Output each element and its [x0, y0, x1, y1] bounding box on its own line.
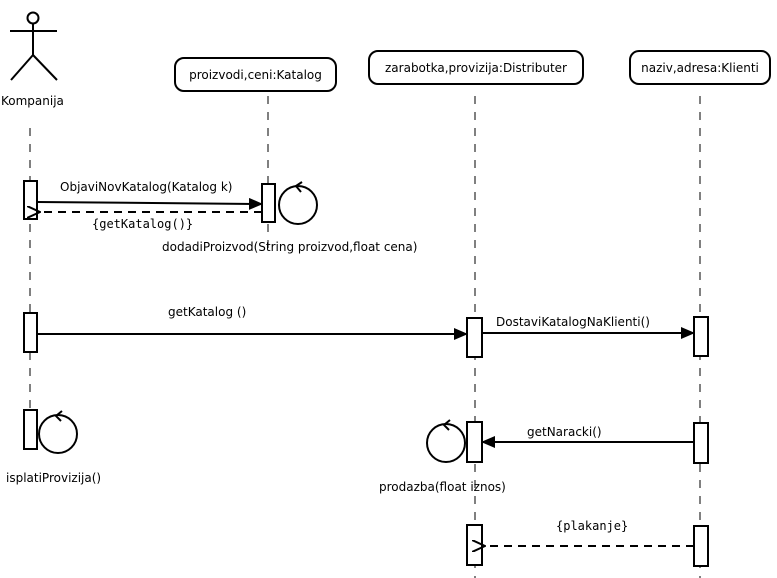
message-arrow-objavi — [36, 197, 263, 210]
self-call-icon-kompanija — [38, 410, 78, 454]
activation-klienti-3 — [693, 525, 709, 567]
self-call-icon-katalog — [278, 181, 318, 225]
actor-label: Kompanija — [1, 94, 64, 108]
lifeline-box-katalog[interactable]: proizvodi,ceni:Katalog — [174, 57, 337, 92]
message-label-return-getkatalog: {getKatalog()} — [92, 217, 194, 231]
lifeline-box-klienti[interactable]: naziv,adresa:Klienti — [629, 50, 771, 85]
self-call-icon-distributer — [426, 419, 466, 463]
activation-distributer-1 — [466, 317, 483, 358]
message-label-getnaracki: getNaracki() — [527, 425, 602, 439]
message-label-plakanje: {plakanje} — [556, 519, 629, 533]
activation-kompanija-3 — [23, 409, 38, 450]
activation-katalog-1 — [261, 183, 276, 223]
message-label-getkatalog: getKatalog () — [168, 305, 247, 319]
actor-icon — [10, 11, 58, 81]
lifeline-box-distributer[interactable]: zarabotka,provizija:Distributer — [368, 50, 584, 85]
activation-kompanija-1 — [23, 180, 38, 220]
message-label-objavi: ObjaviNovKatalog(Katalog k) — [60, 180, 233, 194]
activation-klienti-2 — [693, 422, 709, 464]
message-label-isplatiprovizija: isplatiProvizija() — [6, 471, 102, 485]
message-label-dostavi: DostaviKatalogNaKlienti() — [496, 315, 650, 329]
activation-klienti-1 — [693, 316, 709, 357]
activation-distributer-2 — [466, 421, 483, 463]
activation-distributer-3 — [466, 524, 483, 566]
activation-kompanija-2 — [23, 312, 38, 353]
message-label-prodazba: prodazba(float iznos) — [379, 480, 506, 494]
message-label-dodadiproizvod: dodadiProizvod(String proizvod,float cen… — [162, 240, 418, 254]
